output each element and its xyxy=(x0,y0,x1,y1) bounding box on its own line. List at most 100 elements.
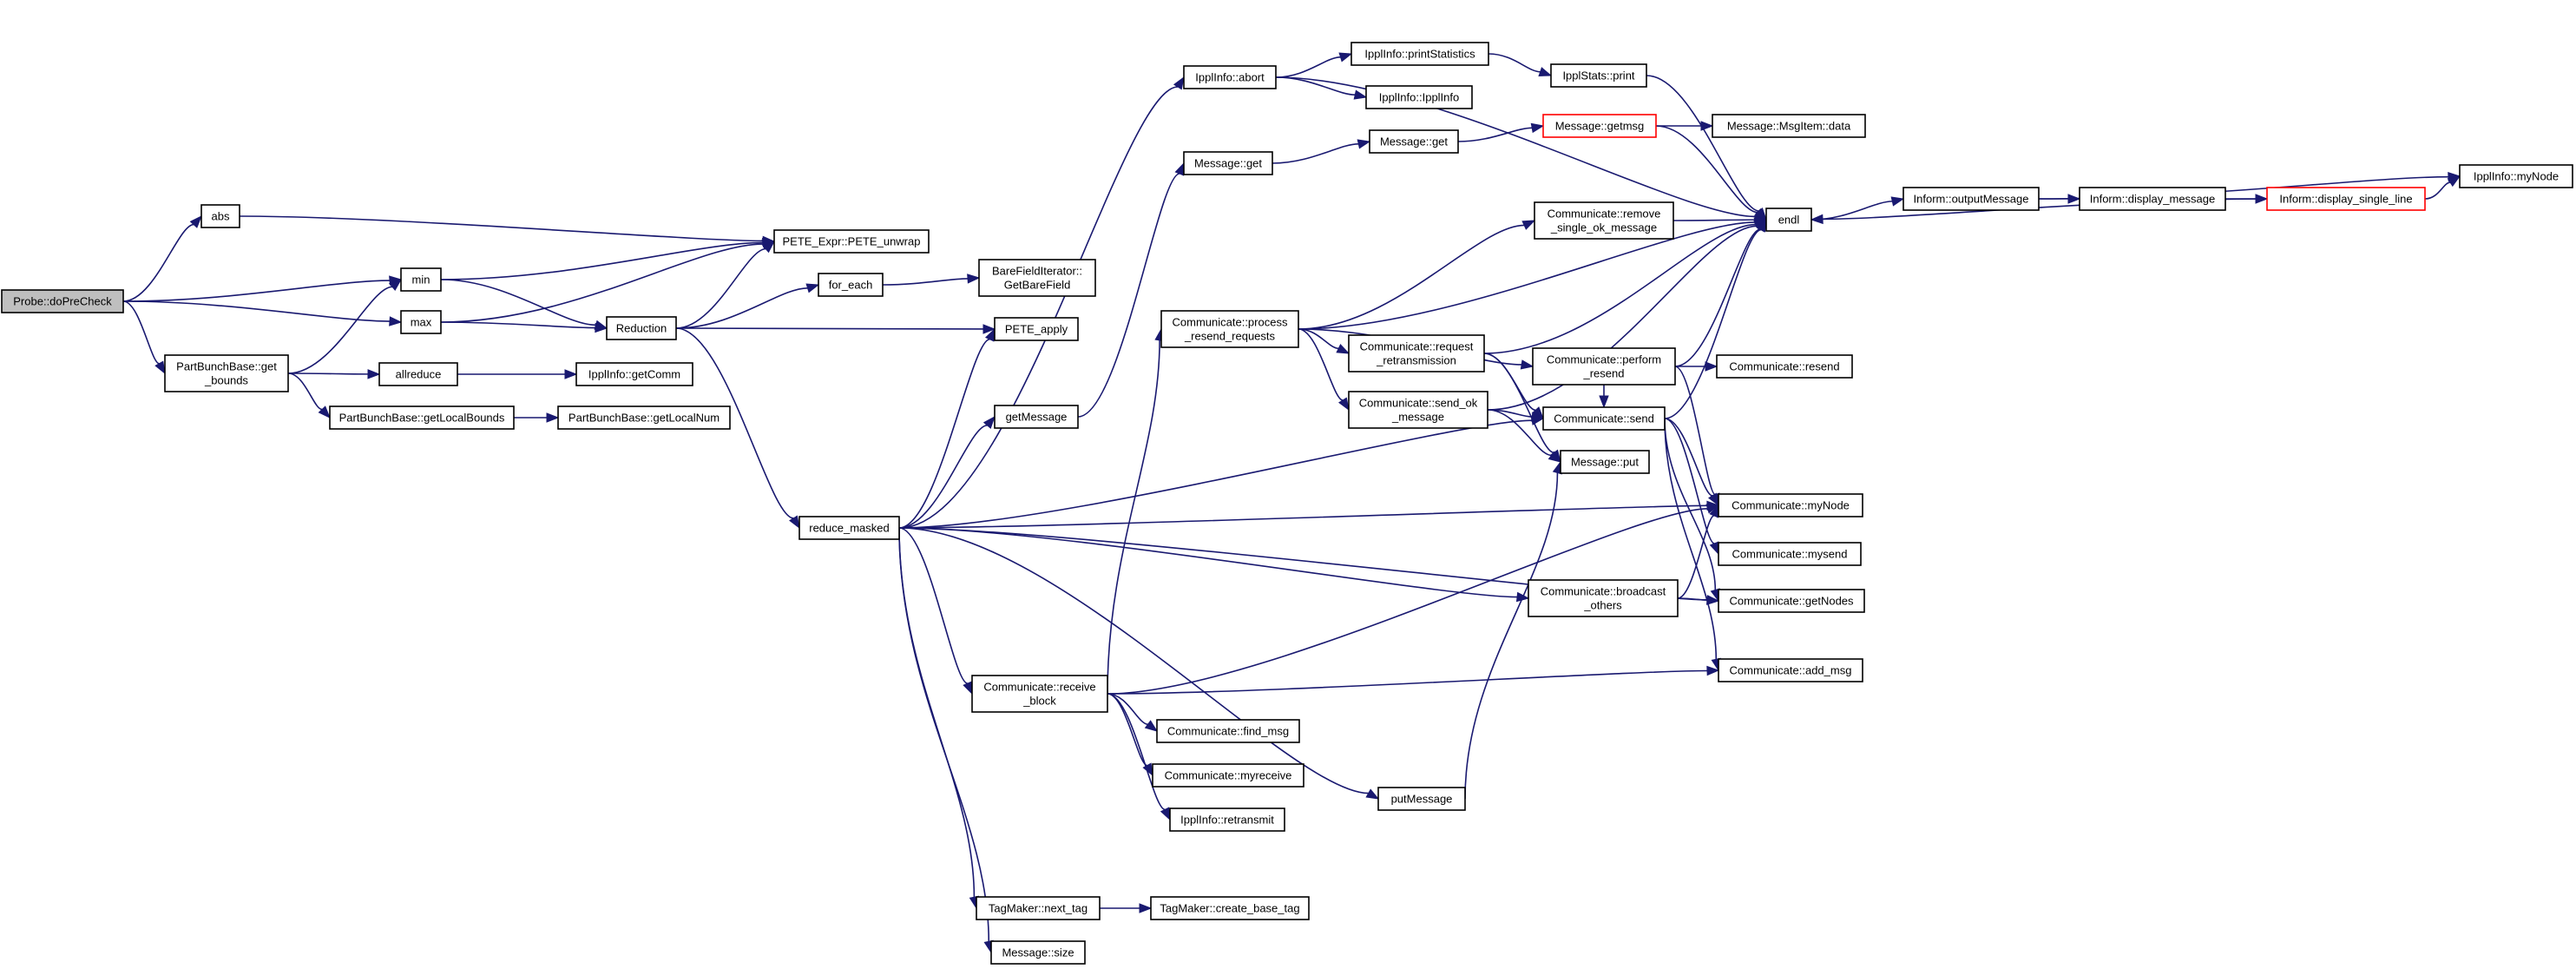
node-reducemasked[interactable]: reduce_masked xyxy=(798,516,900,540)
edge-send-to-commmynode xyxy=(1664,418,1719,507)
node-label: allreduce xyxy=(396,368,442,381)
node-msgget2[interactable]: Message::get xyxy=(1369,129,1459,154)
node-box xyxy=(606,316,677,340)
node-label: PartBunchBase::getLocalBounds xyxy=(339,412,505,425)
node-box xyxy=(1718,589,1865,613)
node-getnodes[interactable]: Communicate::getNodes xyxy=(1718,589,1865,613)
node-reduction[interactable]: Reduction xyxy=(606,316,677,340)
node-label: Message::get xyxy=(1194,157,1262,170)
node-getlocalnum[interactable]: PartBunchBase::getLocalNum xyxy=(557,405,731,430)
node-removeok[interactable]: Communicate::remove_single_ok_message xyxy=(1534,201,1674,240)
node-resend[interactable]: Communicate::resend xyxy=(1716,354,1853,379)
node-allreduce[interactable]: allreduce xyxy=(378,362,458,386)
node-label: IpplInfo::getComm xyxy=(588,368,680,381)
node-label: Message::put xyxy=(1571,456,1639,469)
node-label: BareFieldIterator:: xyxy=(992,265,1082,278)
edge-nexttag-to-createtag xyxy=(1099,903,1153,913)
node-foreach[interactable]: for_each xyxy=(818,273,884,297)
node-processresend[interactable]: Communicate::process_resend_requests xyxy=(1160,310,1299,348)
arrowhead-icon xyxy=(595,322,608,333)
node-label: Communicate::broadcast xyxy=(1541,585,1666,598)
node-box xyxy=(1348,334,1485,372)
node-label: _others xyxy=(1583,599,1622,612)
arrowhead-icon xyxy=(982,324,996,334)
node-retransmit[interactable]: IpplInfo::retransmit xyxy=(1169,808,1285,832)
node-myreceive[interactable]: Communicate::myreceive xyxy=(1152,763,1304,788)
node-getbounds[interactable]: PartBunchBase::get_bounds xyxy=(164,354,289,392)
node-getmessage[interactable]: getMessage xyxy=(994,405,1079,429)
node-label: Communicate::process xyxy=(1173,316,1288,329)
node-receiveblock[interactable]: Communicate::receive_block xyxy=(971,675,1108,713)
node-createtag[interactable]: TagMaker::create_base_tag xyxy=(1150,896,1310,920)
arrowhead-icon xyxy=(1706,595,1720,605)
node-abort[interactable]: IpplInfo::abort xyxy=(1183,65,1277,89)
arrowhead-icon xyxy=(967,274,981,284)
node-label: PETE_Expr::PETE_unwrap xyxy=(783,235,921,248)
node-sendok[interactable]: Communicate::send_ok_message xyxy=(1348,391,1488,429)
node-max[interactable]: max xyxy=(400,310,442,334)
node-printstats[interactable]: IpplInfo::printStatistics xyxy=(1350,42,1489,66)
node-unwrap[interactable]: PETE_Expr::PETE_unwrap xyxy=(773,229,930,254)
node-label: IpplInfo::abort xyxy=(1195,71,1265,84)
node-putmessage[interactable]: putMessage xyxy=(1377,787,1466,811)
node-label: _resend_requests xyxy=(1184,330,1276,343)
node-msgget1[interactable]: Message::get xyxy=(1183,151,1273,175)
edge-abs-to-unwrap xyxy=(239,215,776,247)
edge-processresend-to-sendok xyxy=(1298,328,1350,412)
node-mysend[interactable]: Communicate::mysend xyxy=(1718,542,1862,566)
arrowhead-icon xyxy=(1538,67,1553,76)
arrowhead-icon xyxy=(154,360,166,375)
node-peteapply[interactable]: PETE_apply xyxy=(994,317,1079,341)
node-outputmsg[interactable]: Inform::outputMessage xyxy=(1902,187,2040,211)
arrowhead-icon xyxy=(546,412,560,423)
node-box xyxy=(1718,542,1862,566)
node-label: Communicate::myreceive xyxy=(1165,769,1292,782)
nodes-layer: Probe::doPreCheck absminmaxPartBunchBase:… xyxy=(1,42,2573,965)
node-box xyxy=(1156,719,1300,743)
node-displayline[interactable]: Inform::display_single_line xyxy=(2266,187,2426,211)
node-reqretrans[interactable]: Communicate::request_retransmission xyxy=(1348,334,1485,372)
node-box xyxy=(994,405,1079,429)
arrowhead-icon xyxy=(762,241,776,254)
node-label: Inform::outputMessage xyxy=(1914,193,2029,206)
node-barefield[interactable]: BareFieldIterator::GetBareField xyxy=(978,259,1096,297)
node-commmynode[interactable]: Communicate::myNode xyxy=(1718,493,1863,517)
node-label: Communicate::find_msg xyxy=(1167,725,1289,738)
edge-receiveblock-to-commmynode xyxy=(1107,504,1720,695)
node-getmsg[interactable]: Message::getmsg xyxy=(1542,114,1657,138)
node-msgput[interactable]: Message::put xyxy=(1560,450,1650,474)
node-ipplinfo[interactable]: IpplInfo::IpplInfo xyxy=(1365,85,1473,109)
node-box xyxy=(1160,310,1299,348)
node-msgitemdata[interactable]: Message::MsgItem::data xyxy=(1712,114,1866,138)
node-min[interactable]: min xyxy=(400,267,442,292)
node-nexttag[interactable]: TagMaker::next_tag xyxy=(976,896,1101,920)
node-abs[interactable]: abs xyxy=(200,204,240,228)
node-findmsg[interactable]: Communicate::find_msg xyxy=(1156,719,1300,743)
node-addmsg[interactable]: Communicate::add_msg xyxy=(1718,658,1863,682)
node-send[interactable]: Communicate::send xyxy=(1542,406,1666,431)
node-box xyxy=(1718,658,1863,682)
node-performresend[interactable]: Communicate::perform_resend xyxy=(1532,347,1676,386)
edge-performresend-to-resend xyxy=(1674,361,1718,372)
arrowhead-icon xyxy=(388,279,403,292)
node-getcomm[interactable]: IpplInfo::getComm xyxy=(575,362,693,386)
node-msgsize[interactable]: Message::size xyxy=(990,940,1086,965)
node-root[interactable]: Probe::doPreCheck xyxy=(1,289,124,313)
node-endl[interactable]: endl xyxy=(1765,208,1812,232)
node-statsprint[interactable]: IpplStats::print xyxy=(1550,63,1647,88)
node-ipplmynode[interactable]: IpplInfo::myNode xyxy=(2459,164,2573,188)
node-label: Message::MsgItem::data xyxy=(1727,120,1851,133)
arrowhead-icon xyxy=(1173,76,1185,90)
edge-sendok-to-msgput xyxy=(1487,409,1562,463)
edge-getbounds-to-allreduce xyxy=(287,369,381,379)
node-label: PETE_apply xyxy=(1005,323,1068,336)
arrowhead-icon xyxy=(1706,665,1720,676)
node-getlocalbounds[interactable]: PartBunchBase::getLocalBounds xyxy=(329,405,515,430)
edge-reducemasked-to-receiveblock xyxy=(898,527,973,695)
node-box xyxy=(990,940,1086,965)
edge-max-to-reduction xyxy=(440,321,608,333)
node-displaymsg[interactable]: Inform::display_message xyxy=(2079,187,2226,211)
node-box xyxy=(1718,493,1863,517)
node-broadcast[interactable]: Communicate::broadcast_others xyxy=(1528,579,1679,617)
